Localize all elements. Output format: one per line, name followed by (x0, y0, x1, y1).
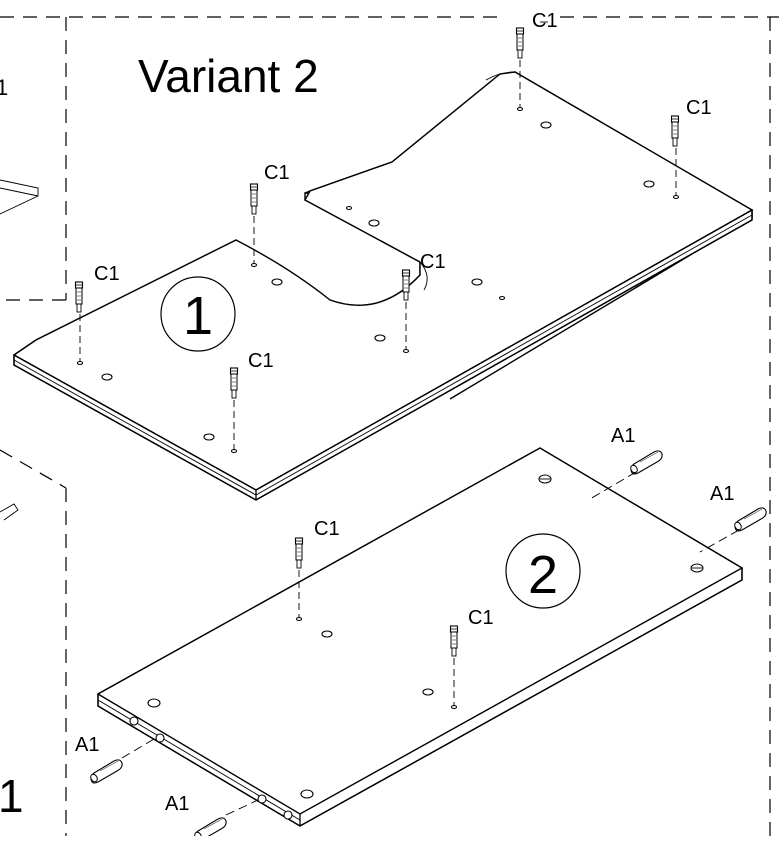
label-c1: C1 (420, 251, 446, 273)
cam-bolt-icon (249, 183, 259, 264)
cam-bolt-icon (74, 281, 84, 362)
label-c1: C1 (532, 10, 558, 32)
label-c1: C1 (248, 350, 274, 372)
part-2-number: 2 (528, 545, 558, 605)
label-a1: A1 (75, 734, 99, 756)
cam-bolt-icon (229, 367, 239, 450)
label-a1: A1 (611, 425, 635, 447)
wooden-dowel-icon (589, 450, 663, 500)
label-c1: C1 (94, 263, 120, 285)
cam-bolt-icon (294, 537, 304, 618)
cam-bolt-icon (670, 115, 680, 196)
c1-screws (74, 27, 680, 706)
cam-bolt-icon (401, 269, 411, 350)
panel-2 (96, 447, 744, 827)
fitting-labels: C1 C1 C1 C1 C1 C1 C1 C1 A1 A1 A1 A1 (75, 10, 734, 815)
wooden-dowel-icon (699, 507, 767, 553)
a1-dowels (88, 450, 767, 841)
label-c1: C1 (468, 607, 494, 629)
panel-1 (12, 71, 754, 501)
previous-variant-fragment (0, 179, 39, 521)
part-1-number: 1 (183, 286, 213, 346)
section-borders (0, 16, 779, 836)
wooden-dowel-icon (192, 799, 259, 841)
label-c1: C1 (264, 162, 290, 184)
label-a1: A1 (165, 793, 189, 815)
cam-bolt-icon (449, 625, 459, 706)
label-a1: A1 (710, 483, 734, 505)
stray-label-top: 1 (0, 75, 8, 100)
wooden-dowel-icon (88, 738, 155, 784)
label-c1: C1 (686, 97, 712, 119)
stray-label-bottom: 1 (0, 770, 24, 822)
part-1-callout: 1 (160, 276, 236, 352)
variant-heading: Variant 2 (138, 50, 319, 102)
label-c1: C1 (314, 518, 340, 540)
part-2-callout: 2 (505, 533, 581, 609)
cam-bolt-icon (515, 27, 525, 108)
